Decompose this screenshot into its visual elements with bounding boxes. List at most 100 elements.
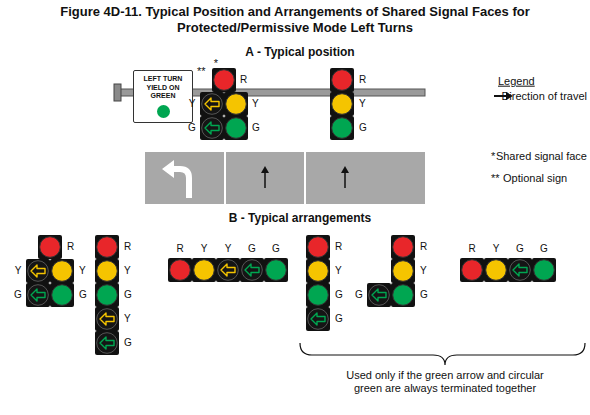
green-ball-symbol <box>157 105 170 118</box>
signal-lens <box>97 261 118 282</box>
signal-lens <box>308 237 329 258</box>
legend-text: Direction of travel <box>501 90 587 103</box>
left-turn-arrow <box>162 160 192 198</box>
sign-panel: LEFT TURN YIELD ON GREEN <box>133 70 193 123</box>
lens-letter: G <box>124 289 132 301</box>
lens-letter: G <box>124 337 132 349</box>
lens-letter: Y <box>15 265 22 277</box>
signal-housing <box>330 116 354 140</box>
signal-housing <box>50 283 74 307</box>
signal-lens <box>266 260 287 281</box>
arrow-lens <box>510 260 531 281</box>
signal-lens <box>332 70 353 91</box>
signal-housing <box>240 258 264 282</box>
signal-lens <box>40 237 61 258</box>
lens-letter: R <box>67 241 74 253</box>
signal-housing <box>216 258 240 282</box>
signal-lens <box>97 285 118 306</box>
section-heading: A - Typical position <box>245 46 354 60</box>
lens-letter: R <box>359 74 366 86</box>
signal-housing <box>50 259 74 283</box>
arrow-symbol <box>31 265 45 277</box>
signal-lens <box>226 94 247 115</box>
signal-housing <box>95 331 119 355</box>
signal-housing <box>306 307 330 331</box>
signal-lens <box>52 261 73 282</box>
signal-housing <box>192 258 216 282</box>
signal-lens <box>486 260 507 281</box>
lens-letter: G <box>335 289 343 301</box>
signal-housing <box>26 259 50 283</box>
lens-letter: Y <box>79 265 86 277</box>
lens-letter: R <box>420 241 427 253</box>
lens-letter: Y <box>124 265 131 277</box>
lens-letter: Y <box>124 313 131 325</box>
lens-letter: Y <box>201 243 208 255</box>
signal-housing <box>484 258 508 282</box>
mast-arm-mount <box>114 84 121 101</box>
signal-lens <box>170 260 191 281</box>
lens-letter: G <box>420 289 428 301</box>
lens-letter: R <box>468 243 475 255</box>
roadway <box>145 152 425 204</box>
lens-letter: G <box>79 289 87 301</box>
note-mark: ** <box>491 172 500 185</box>
signal-housing <box>306 235 330 259</box>
signal-lens <box>308 285 329 306</box>
signal-housing <box>460 258 484 282</box>
lens-letter: G <box>252 122 260 134</box>
arrow-symbol <box>31 289 45 301</box>
signal-housing <box>168 258 192 282</box>
lens-letter: G <box>355 289 363 301</box>
arrow-symbol <box>205 98 219 110</box>
bracket <box>300 343 585 365</box>
lens-letter: Y <box>252 98 259 110</box>
signal-housing <box>306 283 330 307</box>
through-arrow <box>261 166 269 188</box>
arrow-lens <box>369 285 390 306</box>
arrow-lens <box>202 118 223 139</box>
arrow-symbol <box>221 264 235 276</box>
lens-letter: G <box>248 243 256 255</box>
lens-letter: G <box>188 122 196 134</box>
arrow-symbol <box>100 313 114 325</box>
signal-lens <box>393 261 414 282</box>
lens-letter: G <box>516 243 524 255</box>
lens-letter: R <box>240 74 247 86</box>
arrow-symbol <box>372 289 386 301</box>
signal-housing <box>224 116 248 140</box>
arrow-lens <box>218 260 239 281</box>
arrow-symbol <box>311 313 325 325</box>
signal-lens <box>194 260 215 281</box>
signal-lens <box>226 118 247 139</box>
signal-housing <box>330 92 354 116</box>
signal-housing <box>95 235 119 259</box>
signal-housing <box>95 259 119 283</box>
shared-face-mark: * <box>214 57 218 70</box>
signal-housing <box>508 258 532 282</box>
signal-lens <box>462 260 483 281</box>
lens-letter: Y <box>493 243 500 255</box>
arrow-lens <box>97 333 118 354</box>
signal-housing <box>391 283 415 307</box>
signal-housing <box>306 259 330 283</box>
signal-lens <box>52 285 73 306</box>
signal-housing <box>95 307 119 331</box>
lens-letter: G <box>359 122 367 134</box>
signal-housing <box>224 92 248 116</box>
arrow-symbol <box>513 264 527 276</box>
lens-letter: G <box>540 243 548 255</box>
lens-letter: Y <box>189 98 196 110</box>
signal-housing <box>330 68 354 92</box>
signal-housing <box>391 259 415 283</box>
signal-housing <box>200 116 224 140</box>
sign-text: LEFT TURN YIELD ON GREEN <box>137 75 189 101</box>
figure-title: Figure 4D-11. Typical Position and Arran… <box>25 4 565 36</box>
lens-letter: R <box>124 241 131 253</box>
signal-housing <box>26 283 50 307</box>
lens-letter: Y <box>335 265 342 277</box>
signal-lens <box>214 70 235 91</box>
arrow-lens <box>97 309 118 330</box>
lens-letter: Y <box>359 98 366 110</box>
